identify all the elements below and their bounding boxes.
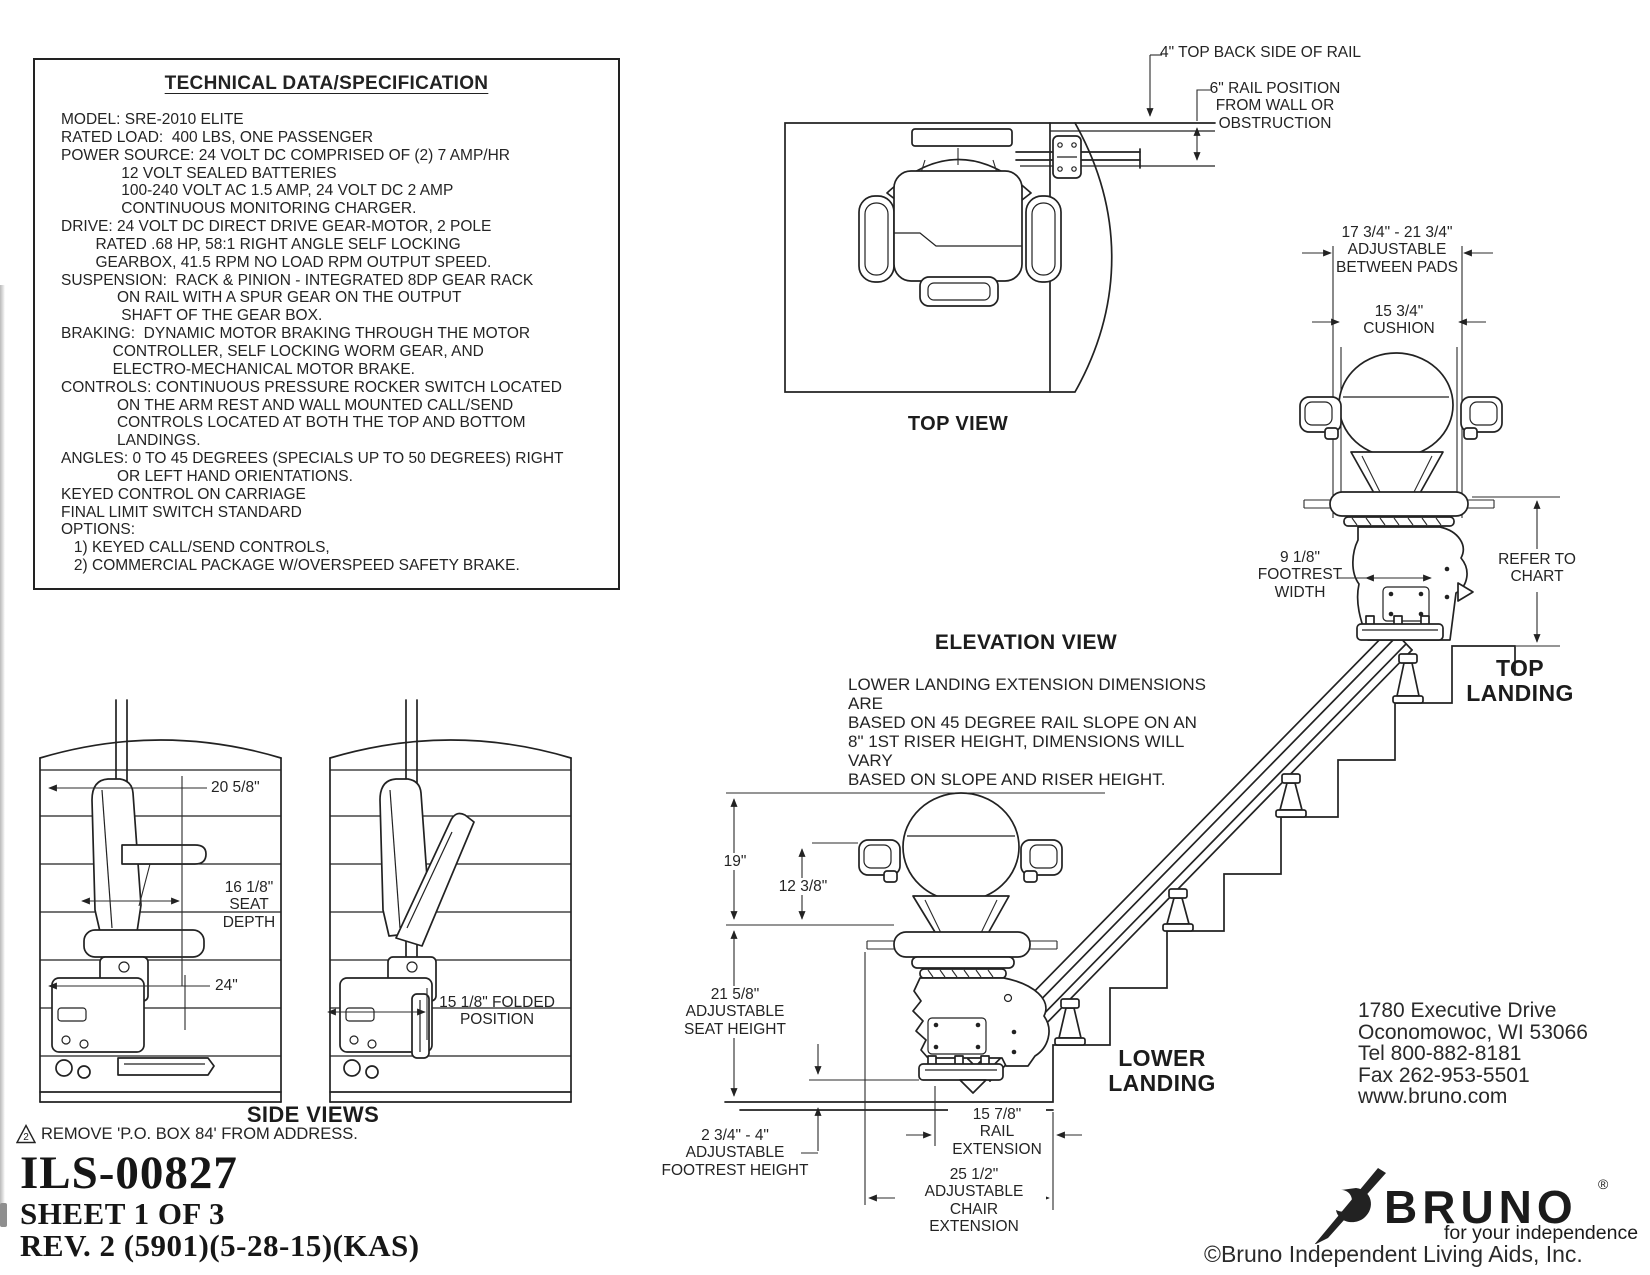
elevation-note: LOWER LANDING EXTENSION DIMENSIONS ARE B… bbox=[848, 675, 1206, 789]
document-number: ILS-00827 bbox=[20, 1147, 238, 1199]
registered-mark: ® bbox=[1598, 1176, 1609, 1192]
dim-folded-position: 15 1/8" FOLDED POSITION bbox=[439, 994, 555, 1029]
dim-rail-extension: 15 7/8" RAIL EXTENSION bbox=[948, 1106, 1046, 1159]
top-view-drawing bbox=[784, 54, 1216, 393]
revision-note: 2 REMOVE 'P.O. BOX 84' FROM ADDRESS. bbox=[16, 1124, 358, 1144]
dim-cushion: 15 3/4" CUSHION bbox=[1363, 303, 1435, 338]
company-address: 1780 Executive Drive Oconomowoc, WI 5306… bbox=[1358, 999, 1588, 1109]
spec-body: MODEL: SRE-2010 ELITE RATED LOAD: 400 LB… bbox=[61, 111, 564, 575]
dim-24: 24" bbox=[215, 977, 238, 994]
chair-top-view bbox=[858, 128, 1062, 307]
dim-between-pads: 17 3/4" - 21 3/4" ADJUSTABLE BETWEEN PAD… bbox=[1335, 224, 1458, 276]
top-view-label: TOP VIEW bbox=[907, 413, 1009, 435]
revision-triangle-icon: 2 bbox=[16, 1124, 36, 1144]
bruno-tagline: for your independence bbox=[1444, 1222, 1639, 1244]
wall-bracket bbox=[1052, 135, 1082, 179]
dim-chair-extension: 25 1/2" ADJUSTABLE CHAIR EXTENSION bbox=[902, 1166, 1046, 1236]
dim-footrest-width: 9 1/8" FOOTREST WIDTH bbox=[1257, 549, 1343, 601]
revision-line: REV. 2 (5901)(5-28-15)(KAS) bbox=[20, 1228, 420, 1263]
dim-rail-position: 6" RAIL POSITION FROM WALL OR OBSTRUCTIO… bbox=[1209, 80, 1341, 132]
lower-landing-label: LOWER LANDING bbox=[1108, 1045, 1216, 1097]
dim-19: 19" bbox=[710, 853, 760, 871]
dim-12-3-8: 12 3/8" bbox=[768, 878, 838, 896]
dim-seat-depth: 16 1/8" SEAT DEPTH bbox=[222, 879, 276, 931]
dim-footrest-height: 2 3/4" - 4" ADJUSTABLE FOOTREST HEIGHT bbox=[661, 1127, 809, 1179]
dim-20-5-8: 20 5/8" bbox=[211, 779, 260, 796]
scan-blot-artifact bbox=[0, 1203, 7, 1227]
technical-data-box: TECHNICAL DATA/SPECIFICATION MODEL: SRE-… bbox=[33, 58, 620, 590]
elevation-view-label: ELEVATION VIEW bbox=[934, 631, 1118, 654]
revision-note-text: REMOVE 'P.O. BOX 84' FROM ADDRESS. bbox=[41, 1124, 358, 1143]
refer-to-chart: REFER TO CHART bbox=[1498, 551, 1576, 586]
rail-brackets bbox=[1054, 653, 1424, 1046]
bruno-logo-text: BRUNO bbox=[1384, 1181, 1578, 1233]
scan-edge-artifact bbox=[0, 285, 5, 1225]
dim-seat-height: 21 5/8" ADJUSTABLE SEAT HEIGHT bbox=[672, 986, 798, 1039]
bruno-swoosh-icon bbox=[1314, 1168, 1386, 1244]
top-landing-label: TOP LANDING bbox=[1466, 655, 1574, 707]
copyright-line: ©Bruno Independent Living Aids, Inc. bbox=[1204, 1241, 1583, 1267]
top-landing-chair-drawing bbox=[1299, 246, 1560, 647]
spec-title: TECHNICAL DATA/SPECIFICATION bbox=[164, 73, 489, 94]
sheet-number: SHEET 1 OF 3 bbox=[20, 1196, 225, 1231]
side-chair-folded bbox=[339, 778, 475, 1079]
dim-top-back-of-rail: 4" TOP BACK SIDE OF RAIL bbox=[1160, 44, 1362, 61]
side-views-label: SIDE VIEWS bbox=[246, 1102, 380, 1127]
side-chair-unfolded bbox=[51, 778, 215, 1079]
side-view-panels bbox=[39, 699, 572, 1103]
elevation-chair-drawing bbox=[726, 792, 1105, 1094]
svg-text:2: 2 bbox=[23, 1132, 29, 1143]
rail-drawing bbox=[967, 627, 1413, 1082]
